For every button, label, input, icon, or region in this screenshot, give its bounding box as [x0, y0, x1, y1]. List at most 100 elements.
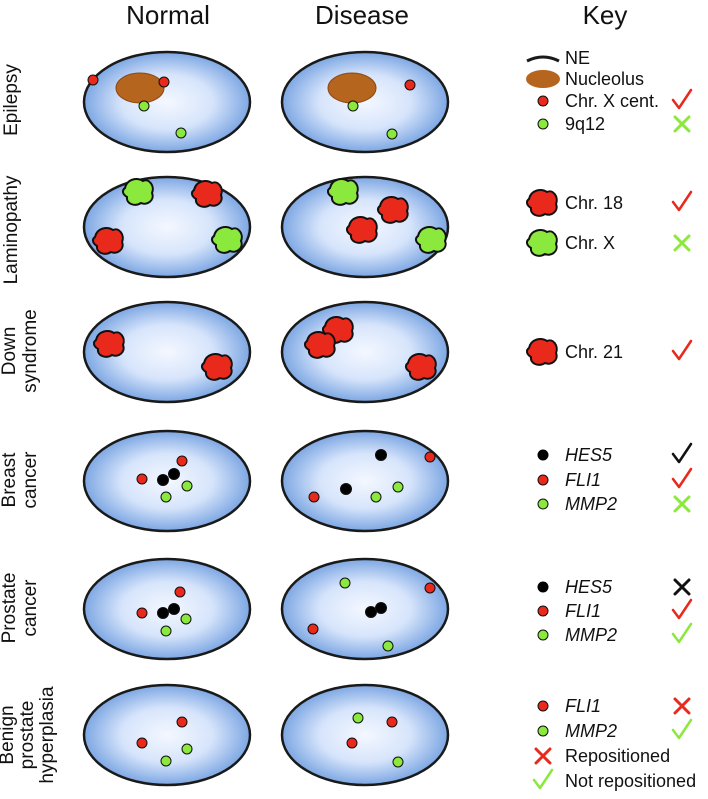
- row-label-breast-cancer: Breast cancer: [0, 451, 41, 509]
- row-label-benign-prostate-hyperplasia: Benign prostate hyperplasia: [0, 686, 58, 784]
- black-locus-dot: [157, 607, 169, 619]
- header-normal: Normal: [126, 0, 210, 30]
- chromosome-territory-red: [91, 227, 124, 255]
- black-locus-dot: [375, 602, 387, 614]
- key-item-label: Chr. X cent.: [565, 91, 659, 111]
- chromosome-territory-red: [404, 353, 437, 381]
- red-locus-dot: [386, 716, 398, 728]
- chromosome-territory-red: [200, 353, 233, 381]
- key-item-label: MMP2: [565, 625, 617, 645]
- nuclear-envelope: [82, 683, 252, 787]
- cross-icon: [673, 495, 691, 513]
- green-locus-dot: [347, 100, 359, 112]
- nuclear-envelope: [280, 683, 450, 787]
- row-label-prostate-cancer: Prostate cancer: [0, 573, 41, 644]
- green-locus-dot: [181, 480, 193, 492]
- black-locus-dot: [340, 483, 352, 495]
- red-locus-dot: [158, 76, 170, 88]
- tick-icon: [671, 718, 693, 740]
- not-repositioned-tick-icon: [532, 768, 554, 790]
- green-locus-dot: [138, 100, 150, 112]
- key-item-label: Chr. X: [565, 233, 615, 253]
- key-item-label: HES5: [565, 445, 613, 465]
- red-locus-dot: [174, 586, 186, 598]
- key-item: Chr. 18: [525, 189, 693, 217]
- black-locus-dot: [375, 449, 387, 461]
- black-dot-symbol: [537, 581, 549, 593]
- row-label-line: prostate: [17, 701, 38, 770]
- tick-icon: [671, 88, 693, 110]
- red-locus-dot: [308, 491, 320, 503]
- key-item: Chr. 21: [525, 338, 693, 366]
- row-label-laminopathy: Laminopathy: [1, 175, 22, 284]
- nucleus-disease-epilepsy: [280, 50, 450, 154]
- key-item-label: Repositioned: [565, 746, 670, 766]
- black-locus-dot: [168, 603, 180, 615]
- red-locus-dot: [136, 737, 148, 749]
- row-label-line: Laminopathy: [1, 175, 22, 284]
- green-chromosome-symbol: [525, 229, 558, 257]
- nucleus-normal-breast-cancer: [82, 429, 252, 533]
- key-item-label: HES5: [565, 577, 613, 597]
- green-locus-dot: [160, 625, 172, 637]
- green-locus-dot: [352, 712, 364, 724]
- key-item: MMP2: [537, 494, 691, 514]
- red-dot-symbol: [537, 95, 549, 107]
- green-locus-dot: [392, 756, 404, 768]
- key-item: FLI1: [537, 467, 693, 490]
- row-label-epilepsy: Epilepsy: [1, 64, 22, 136]
- nucleus-normal-benign-prostate-hyperplasia: [82, 683, 252, 787]
- repositioned-cross-icon: [534, 747, 552, 765]
- red-locus-dot: [136, 607, 148, 619]
- chromosome-territory-green: [210, 226, 243, 254]
- nuclear-envelope-symbol: [526, 55, 560, 63]
- green-locus-dot: [160, 755, 172, 767]
- key-item-label: NE: [565, 48, 590, 68]
- black-locus-dot: [365, 606, 377, 618]
- key-item-label: Not repositioned: [565, 771, 696, 791]
- key-item: Chr. X cent.: [537, 88, 693, 111]
- green-dot-symbol: [537, 498, 549, 510]
- row-label-line: Breast: [0, 452, 20, 508]
- red-dot-symbol: [537, 700, 549, 712]
- red-locus-dot: [136, 473, 148, 485]
- chromosome-territory-red: [303, 331, 336, 359]
- tick-icon: [671, 598, 693, 620]
- red-locus-dot: [346, 737, 358, 749]
- black-locus-dot: [157, 474, 169, 486]
- key-item-label: Chr. 18: [565, 193, 623, 213]
- key-item-label: FLI1: [565, 696, 601, 716]
- cross-icon: [673, 115, 691, 133]
- key-item-label: FLI1: [565, 601, 601, 621]
- red-locus-dot: [424, 451, 436, 463]
- green-dot-symbol: [537, 629, 549, 641]
- red-locus-dot: [404, 79, 416, 91]
- red-locus-dot: [176, 716, 188, 728]
- row-label-down-syndrome: Down syndrome: [0, 309, 41, 392]
- key-item: FLI1: [537, 598, 693, 621]
- nuclear-envelope: [280, 300, 450, 404]
- key-item: Not repositioned: [532, 768, 696, 791]
- key-item: Nucleolus: [526, 69, 644, 89]
- key-item: FLI1: [537, 696, 691, 716]
- green-locus-dot: [180, 613, 192, 625]
- red-locus-dot: [87, 74, 99, 86]
- nucleus-normal-epilepsy: [82, 50, 252, 154]
- nuclear-envelope: [280, 429, 450, 533]
- red-dot-symbol: [537, 605, 549, 617]
- red-dot-symbol: [537, 474, 549, 486]
- green-locus-dot: [181, 743, 193, 755]
- row-label-line: syndrome: [20, 309, 41, 392]
- key-item: HES5: [537, 442, 693, 465]
- nucleus-disease-prostate-cancer: [280, 557, 450, 661]
- tick-icon: [671, 467, 693, 489]
- key-item-label: Nucleolus: [565, 69, 644, 89]
- nucleolus-symbol: [526, 70, 560, 88]
- nucleus-disease-breast-cancer: [280, 429, 450, 533]
- green-locus-dot: [175, 127, 187, 139]
- nucleus-disease-benign-prostate-hyperplasia: [280, 683, 450, 787]
- green-dot-symbol: [537, 725, 549, 737]
- tick-icon: [671, 190, 693, 212]
- green-locus-dot: [382, 640, 394, 652]
- header-key: Key: [583, 0, 628, 30]
